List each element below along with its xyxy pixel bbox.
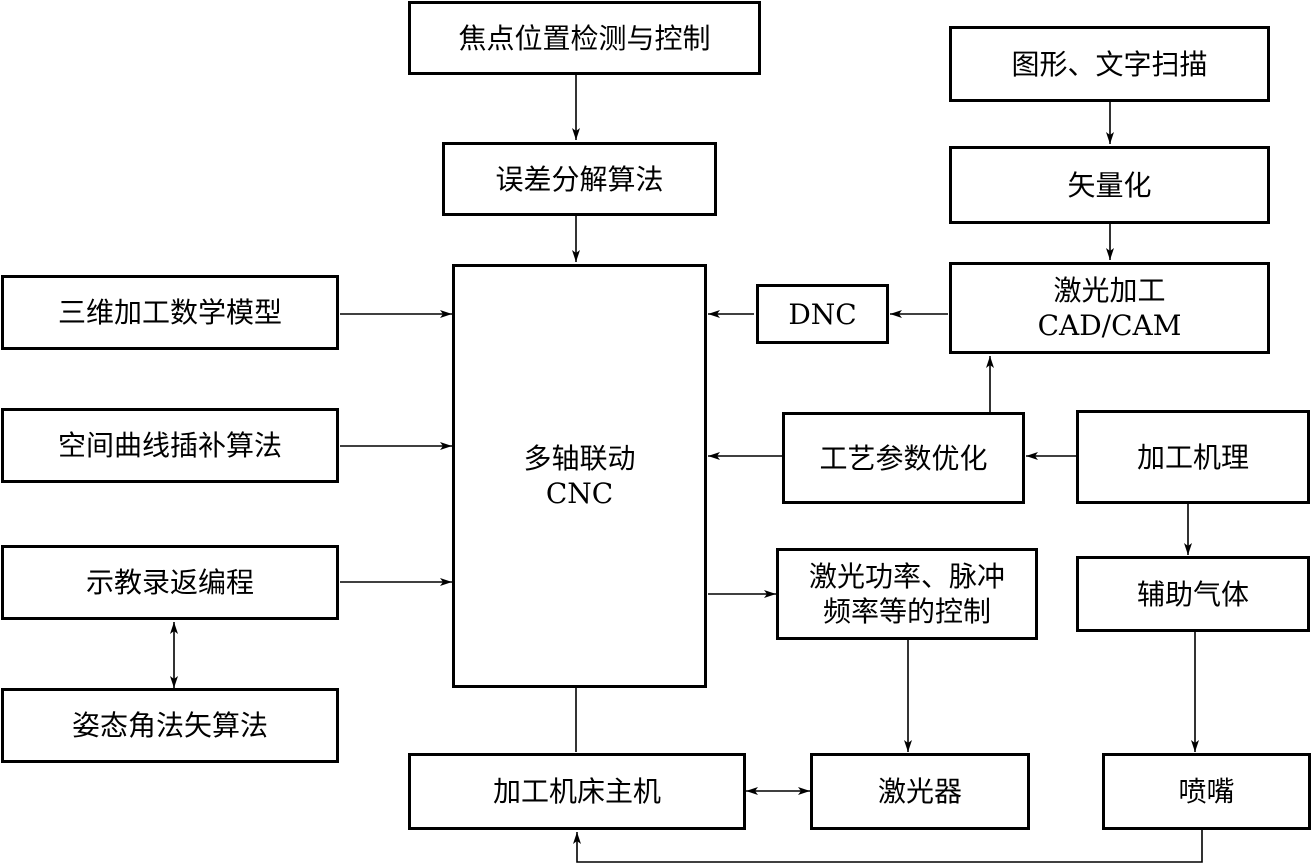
dnc-label: DNC <box>788 297 857 331</box>
machine-host-label: 加工机床主机 <box>492 775 661 808</box>
arrow-nozzle-to-host <box>573 830 1203 863</box>
focus-detection-label: 焦点位置检测与控制 <box>458 21 711 55</box>
laser-cadcam-box: 激光加工 CAD/CAM <box>949 262 1270 354</box>
cnc-label-line1: 多轴联动 <box>523 442 636 475</box>
cnc-label-line2: CNC <box>545 477 614 510</box>
assist-gas-box: 辅助气体 <box>1076 556 1310 632</box>
nozzle-box: 喷嘴 <box>1102 753 1311 830</box>
assist-gas-label: 辅助气体 <box>1136 577 1249 611</box>
teach-playback-box: 示教录返编程 <box>1 545 339 620</box>
machining-mechanism-box: 加工机理 <box>1076 410 1310 504</box>
error-decomposition-label: 误差分解算法 <box>495 162 664 196</box>
teach-playback-label: 示教录返编程 <box>85 566 254 599</box>
laser-box: 激光器 <box>810 753 1030 830</box>
dnc-box: DNC <box>756 284 889 344</box>
curve-interpolation-label: 空间曲线插补算法 <box>57 429 282 462</box>
math-model-3d-label: 三维加工数学模型 <box>57 296 282 329</box>
graphic-text-scan-box: 图形、文字扫描 <box>949 26 1270 102</box>
machining-mechanism-label: 加工机理 <box>1136 440 1249 474</box>
vectorization-label: 矢量化 <box>1067 168 1152 202</box>
laser-power-control-box: 激光功率、脉冲 频率等的控制 <box>776 548 1038 640</box>
attitude-algorithm-box: 姿态角法矢算法 <box>1 688 339 763</box>
graphic-text-scan-label: 图形、文字扫描 <box>1011 47 1208 81</box>
process-optimization-box: 工艺参数优化 <box>782 412 1025 504</box>
vectorization-box: 矢量化 <box>949 146 1270 224</box>
laser-cadcam-label-line2: CAD/CAM <box>1037 309 1182 342</box>
attitude-algorithm-label: 姿态角法矢算法 <box>71 709 268 742</box>
laser-cadcam-label-line1: 激光加工 <box>1053 274 1166 307</box>
laser-label: 激光器 <box>877 775 962 808</box>
nozzle-label: 喷嘴 <box>1178 775 1235 808</box>
laser-power-control-label-line1: 激光功率、脉冲 <box>808 560 1005 593</box>
machine-host-box: 加工机床主机 <box>408 753 746 830</box>
cnc-box: 多轴联动 CNC <box>452 264 707 688</box>
laser-power-control-label-line2: 频率等的控制 <box>822 595 991 628</box>
focus-detection-box: 焦点位置检测与控制 <box>408 1 761 75</box>
error-decomposition-box: 误差分解算法 <box>442 142 717 216</box>
process-optimization-label: 工艺参数优化 <box>819 441 988 475</box>
curve-interpolation-box: 空间曲线插补算法 <box>1 408 339 483</box>
math-model-3d-box: 三维加工数学模型 <box>1 275 339 350</box>
